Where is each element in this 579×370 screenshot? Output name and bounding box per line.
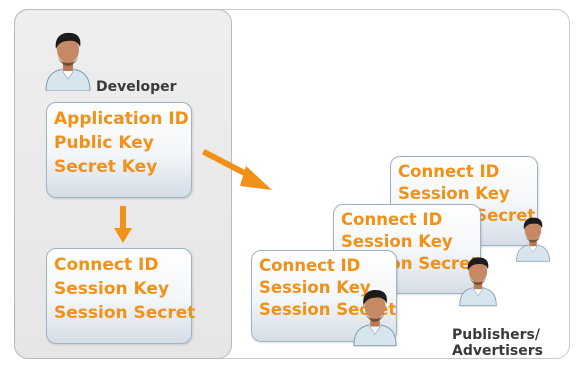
session-key-text: Session Key xyxy=(259,278,371,297)
publishers-label-line2: Advertisers xyxy=(452,343,543,359)
session-key-text: Session Key xyxy=(398,184,510,203)
publisher-person-icon xyxy=(515,212,551,264)
arrow-diagonal-icon xyxy=(201,148,272,190)
session-key-text: Session Key xyxy=(54,279,170,299)
session-secret-text: Session Secret xyxy=(54,303,196,323)
developer-person-icon xyxy=(44,29,92,91)
session-credentials-card: Connect ID Session Key Session Secret xyxy=(46,248,196,344)
publisher-person-icon xyxy=(458,252,498,308)
application-id-text: Application ID xyxy=(54,109,189,129)
connect-id-text: Connect ID xyxy=(54,255,159,275)
publisher-person-icon xyxy=(352,285,398,347)
secret-key-text: Secret Key xyxy=(54,157,158,177)
developer-credentials-card: Application ID Public Key Secret Key xyxy=(46,102,192,198)
publishers-label-line1: Publishers/ xyxy=(452,327,540,343)
connect-id-text: Connect ID xyxy=(259,256,361,275)
public-key-text: Public Key xyxy=(54,133,154,153)
arrow-down-icon xyxy=(114,206,132,243)
developer-label: Developer xyxy=(96,79,177,95)
session-key-text: Session Key xyxy=(341,232,453,251)
connect-id-text: Connect ID xyxy=(398,162,500,181)
publishers-label: Publishers/ Advertisers xyxy=(452,327,543,359)
session-secret-text: Session Secret xyxy=(259,300,397,319)
connect-id-text: Connect ID xyxy=(341,210,443,229)
